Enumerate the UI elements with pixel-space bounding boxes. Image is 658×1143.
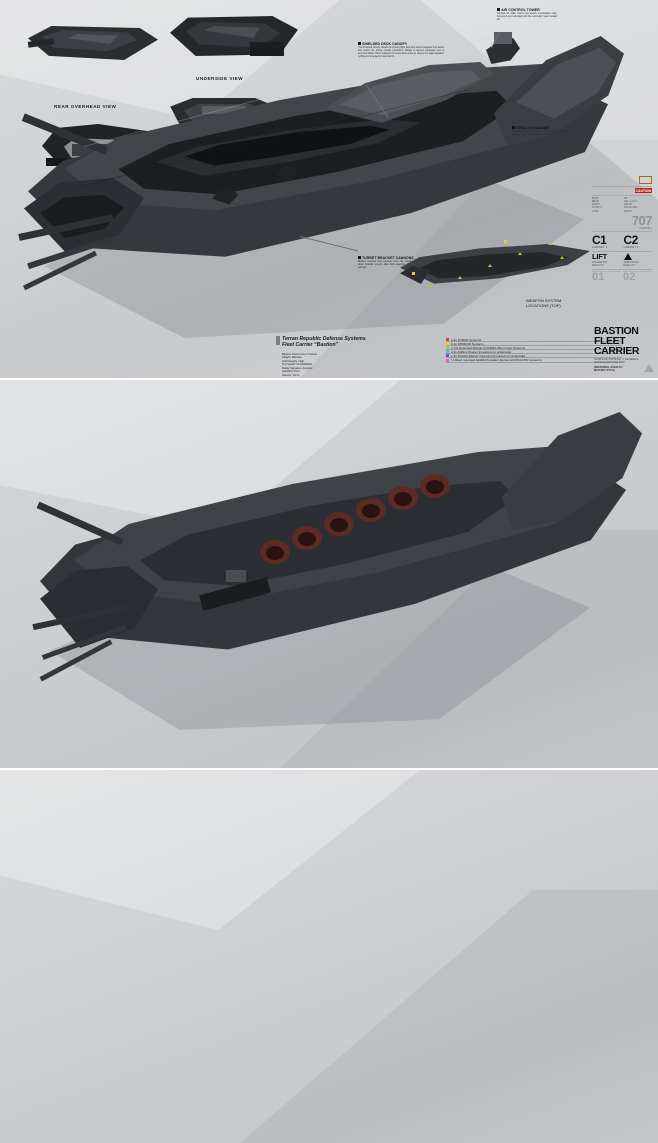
- spec-row: Handling: Poor: [282, 370, 300, 374]
- brand-block-top: BASTION FLEET CARRIER SURFACE PROFILE //…: [594, 325, 654, 373]
- rail-chassis-number-sub: CHASSIS 1: [639, 226, 653, 230]
- rail-cell-c1: C1: [592, 232, 607, 247]
- brand-triangle-icon: [644, 364, 654, 373]
- legend-swatch: [446, 354, 449, 358]
- view-label-rear-overhead: REAR OVERHEAD VIEW: [54, 104, 117, 109]
- weapon-marker-quadra: [458, 276, 462, 279]
- caution-badge: CAUTION: [634, 188, 652, 193]
- callout-bullet-icon: [512, 126, 515, 129]
- view-label-underside: UNDERSIDE VIEW: [196, 76, 244, 81]
- triangle-icon: [623, 253, 632, 261]
- callout-turret-bracket-cannons: TURRET BRACKET CANNONS Bracket mounted d…: [358, 256, 422, 270]
- panel-top-surface-profile: REAR OVERHEAD VIEW UNDERSIDE VIEW FRONT …: [0, 0, 658, 378]
- brand-line3: CARRIER: [594, 345, 640, 358]
- legend-swatch: [446, 358, 449, 362]
- panel-middle-surface-profile: POSITION MARKER CANNON Fires an inert ba…: [0, 380, 658, 768]
- weapon-marker-lorad: [548, 242, 552, 245]
- weapon-marker-aewacs: [412, 272, 415, 275]
- rail-readout-key: MASS: [592, 197, 599, 201]
- main-ship-bottom-profile: [32, 400, 642, 730]
- spec-row: Bastion Fleet Carrier Chassis: [282, 352, 317, 356]
- spec-title-line1: Terran Republic Defense Systems: [282, 336, 366, 342]
- callout-title: AIR CONTROL TOWER: [501, 8, 540, 12]
- legend-swatch: [446, 338, 449, 342]
- callout-title: SHIELDED DECK CANOPY: [362, 42, 408, 46]
- callout-body: Forward air traffic control and launch c…: [497, 13, 557, 21]
- callout-bullet-icon: [358, 256, 361, 259]
- info-rail: CAUTION MASS BEAM DRAFT OUTPUT LOAD D8 S…: [592, 176, 653, 283]
- spec-row: Velocity: Temp: [282, 373, 300, 377]
- brand-line2: FLEET: [594, 335, 626, 348]
- callout-title: STEALTH HANGAR: [516, 126, 549, 130]
- callout-bullet-icon: [497, 8, 500, 11]
- rail-box-02: 02: [623, 271, 652, 283]
- legend-row: b 4x SHORAD Systems: [446, 342, 622, 347]
- weapon-marker-marker-cannon: [504, 240, 507, 243]
- weapon-location-diagram-top: [400, 222, 590, 302]
- spec-row: Hull Integrity: High: [282, 359, 304, 363]
- callout-stealth-hangar: STEALTH HANGAR Shrouded secondary hangar…: [512, 126, 568, 137]
- rail-cell-c2-sub: CABINET 1: [623, 245, 639, 249]
- rail-lift-sub: HANGAR BAY: [592, 261, 608, 265]
- brand-line1: BASTION: [594, 325, 639, 337]
- rail-cell-c1-sub: CABINET 1: [592, 245, 608, 249]
- legend-swatch: [446, 342, 449, 346]
- legend-row: a 2x LORAD Systems: [446, 338, 622, 343]
- rail-readout-value: RCL-B/-/0B1: [624, 206, 638, 210]
- callout-body: The armoured canopy shields the primary …: [358, 47, 444, 58]
- callout-body: Shrouded secondary hangar bay used for c…: [512, 131, 568, 137]
- spec-row: Top Speed: CLASSIFIED: [282, 363, 313, 367]
- spec-accent-bar: [276, 336, 280, 345]
- background-wedge: [240, 890, 658, 1143]
- callout-bullet-icon: [358, 42, 361, 45]
- weapon-marker-quadra: [560, 256, 564, 259]
- legend-row: d 2x ARM-1 Cluster [mounted on underside…: [446, 350, 622, 355]
- rail-readout-key: DRAFT: [592, 203, 600, 207]
- weapon-marker-lorad: [518, 252, 522, 255]
- view-rear-overhead: [27, 10, 158, 62]
- panel-bottom-detail: F-2 MODULAR TURRET SYSTEM The Modular Tu…: [0, 770, 658, 1143]
- weapon-marker-shorad: [488, 264, 492, 267]
- rail-readout-key: OUTPUT: [592, 206, 602, 210]
- rail-readout-value: 014 AB: [624, 203, 632, 207]
- rail-service-sub2: DECK LIFT: [623, 264, 636, 268]
- weapon-marker-quadra: [428, 284, 432, 287]
- rail-lift-label: LIFT: [592, 252, 608, 262]
- weapon-legend-top: a 2x LORAD Systems b 4x SHORAD Systems c…: [446, 338, 622, 363]
- legend-row: f 1 Rear mounted AEWACS station [serves …: [446, 358, 622, 363]
- spec-block-top: Terran Republic Defense Systems Fleet Ca…: [276, 336, 432, 377]
- brand-sub: SURFACE PROFILE // GENERAL CONFIGURATION…: [594, 358, 639, 364]
- legend-swatch: [446, 350, 449, 354]
- background-wedge: [0, 770, 420, 930]
- callout-body: Bracket mounted dual cannons cover the d…: [358, 261, 422, 269]
- spec-title-line2: Fleet Carrier “Bastion”: [282, 342, 339, 349]
- callout-title: TURRET BRACKET CANNONS: [362, 256, 414, 260]
- rail-lift-sub2: DECK LIFT: [592, 264, 605, 268]
- view-underside: [170, 8, 298, 66]
- rail-readout-key: LOAD: [592, 209, 599, 213]
- legend-row: c 13x Extended Range QUADRA 35mm Gun Sys…: [446, 346, 622, 351]
- callout-shielded-deck-canopy: SHIELDED DECK CANOPY The armoured canopy…: [358, 42, 444, 59]
- rail-service-sub: SERVICE BAY: [623, 261, 640, 265]
- rail-box-01: 01: [592, 271, 621, 283]
- spec-row: Radar Signature: Evasive: [282, 366, 313, 370]
- rail-indicator-box: [639, 176, 652, 184]
- legend-swatch: [446, 346, 449, 350]
- rail-readout-value: D8: [624, 197, 628, 201]
- rail-readout-key: BEAM: [592, 200, 599, 204]
- legend-row: e 2x Positon Marker Cannons [mounted on …: [446, 354, 622, 359]
- spec-row: Weight: Massive: [282, 356, 302, 360]
- rail-readout-value: 018 XC: [624, 209, 632, 213]
- rail-cell-c2: C2: [623, 232, 639, 247]
- rail-chassis-number: 707: [631, 212, 653, 228]
- callout-air-control-tower: AIR CONTROL TOWER Forward air traffic co…: [497, 8, 557, 22]
- rail-readout-value: SEC-/-/10-3: [624, 200, 637, 204]
- weapon-location-title-top: WEAPON SYSTEM LOCATIONS (TOP): [526, 298, 562, 308]
